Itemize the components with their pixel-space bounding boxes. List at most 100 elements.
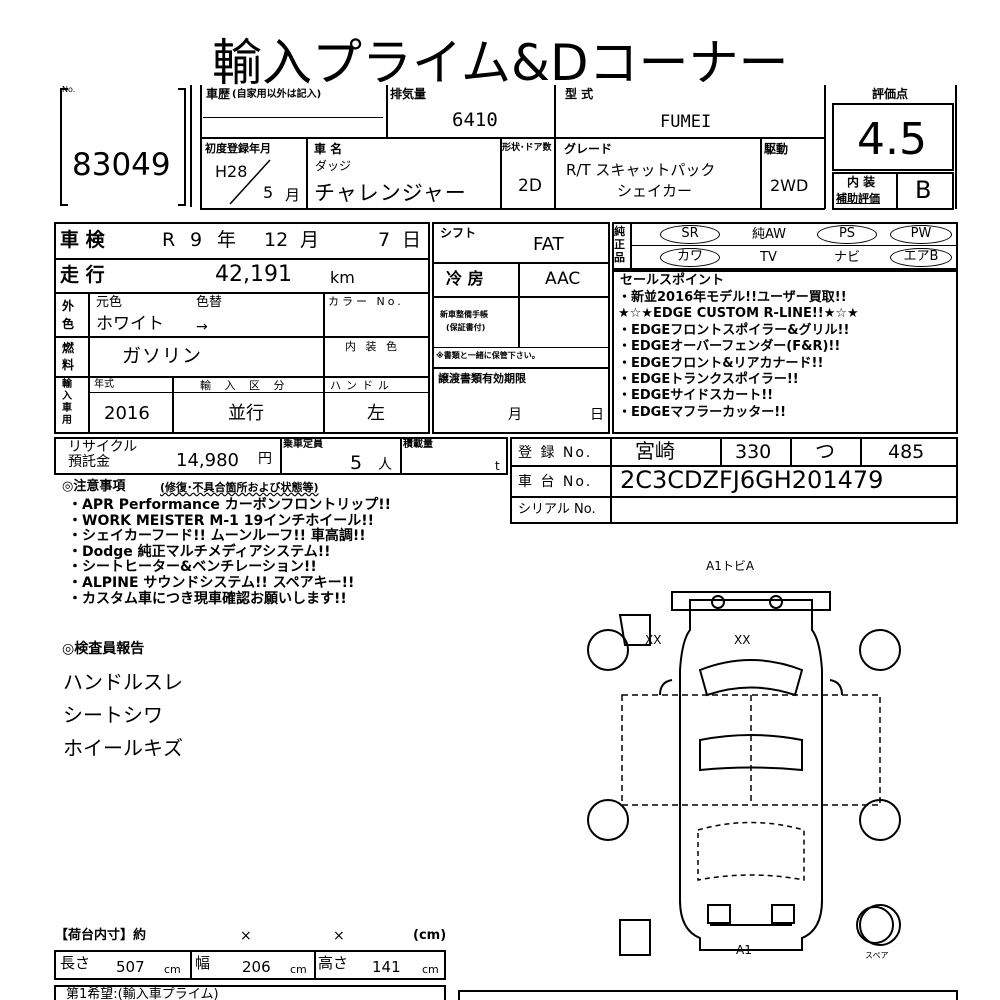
- displacement: 6410: [452, 109, 498, 131]
- serial-label: シリアル No.: [518, 502, 596, 517]
- inspection-day-unit: 日: [402, 229, 422, 251]
- handle-side: 左: [367, 403, 385, 424]
- fuel-side-label: 燃料: [62, 341, 75, 372]
- interior-sub-label: 補助評価: [836, 192, 880, 205]
- model-type: FUMEI: [660, 112, 712, 132]
- inspection-label: 車 検: [60, 229, 105, 251]
- note-line: ・WORK MEISTER M-1 19インチホイール!!: [68, 512, 375, 529]
- inspector-note: シートシワ: [63, 703, 163, 727]
- notes-label: ◎注意事項: [62, 479, 126, 494]
- notes-sub-label: (修復･不具合箇所および状態等): [160, 481, 319, 494]
- inspection-month: 12: [264, 229, 289, 251]
- mileage-label: 走 行: [60, 264, 105, 286]
- car-damage-diagram: [587, 591, 901, 956]
- note-line: ・APR Performance カーボンフロントリップ!!: [68, 497, 392, 513]
- capacity-unit: 人: [378, 457, 392, 473]
- grade-line-1: R/T スキャットパック: [566, 161, 716, 179]
- mileage-unit: km: [330, 268, 355, 287]
- first-reg-year: H28: [215, 162, 248, 181]
- sales-point: ・EDGEマフラーカッター!!: [618, 404, 787, 420]
- note-line: ・シェイカーフード!! ムーンルーフ!! 車高調!!: [68, 528, 366, 545]
- sales-point: ・EDGEサイドスカート!!: [618, 388, 774, 404]
- load-unit: t: [495, 459, 500, 473]
- registration-number: 485: [888, 441, 925, 463]
- transfer-month: 月: [508, 407, 522, 423]
- length-label: 長さ: [60, 954, 91, 972]
- grade-line-2: シェイカー: [617, 182, 693, 200]
- manual-sub-label: (保証書付): [446, 323, 486, 332]
- cargo-unit: (cm): [413, 928, 447, 943]
- width-unit: cm: [290, 963, 307, 976]
- maker: ダッジ: [315, 159, 352, 173]
- import-class-label: 輸 入 区 分: [200, 379, 290, 392]
- original-color-label: 元色: [96, 295, 123, 310]
- note-line: ・カスタム車につき現車確認お願いします!!: [68, 590, 347, 607]
- note-line: ・ALPINE サウンドシステム!! スペアキー!!: [68, 574, 355, 591]
- mileage-value: 42,191: [215, 262, 292, 287]
- equip-navi: ナビ: [834, 250, 861, 265]
- equip-aw: 純AW: [752, 227, 787, 242]
- registration-class: 330: [735, 441, 772, 463]
- displacement-label: 排気量: [390, 87, 427, 101]
- inspector-label: ◎検査員報告: [62, 641, 145, 657]
- model-year: 2016: [104, 403, 150, 424]
- cargo-times-2: ×: [333, 928, 345, 944]
- equip-airbag: エアB: [890, 248, 952, 267]
- registration-region: 宮崎: [635, 439, 675, 463]
- equip-tv: TV: [760, 250, 777, 265]
- lot-bracket-right: [178, 88, 186, 206]
- top-damage-mark: A1トビA: [706, 559, 755, 573]
- color-change-label: 色替: [196, 295, 223, 310]
- width-value: 206: [242, 958, 271, 976]
- equipment-side-label: 純正品: [614, 225, 625, 264]
- equip-leather: カワ: [660, 248, 720, 267]
- registration-label: 登 録 No.: [518, 445, 593, 461]
- drive: 2WD: [770, 176, 809, 195]
- sales-point: ・EDGEフロント&リアカナード!!: [618, 355, 824, 371]
- inspection-month-unit: 月: [300, 229, 320, 251]
- lot-bracket-left: [60, 88, 68, 206]
- interior-color-label: 内 装 色: [345, 340, 400, 353]
- inspector-note: ホイールキズ: [63, 736, 183, 760]
- footer-text: 第1希望:(輸入車プライム): [66, 987, 219, 1000]
- chassis-label: 車 台 No.: [518, 474, 593, 490]
- chassis-number: 2C3CDZFJ6GH201479: [620, 466, 884, 494]
- length-value: 507: [116, 958, 145, 976]
- load-label: 積載量: [403, 439, 433, 450]
- equip-ps: PS: [817, 225, 877, 244]
- equip-sr: SR: [660, 225, 720, 244]
- sales-point-list: ・新並2016年モデル!!ユーザー買取!! ★☆★EDGE CUSTOM R-L…: [618, 290, 859, 421]
- transfer-label: 譲渡書類有効期限: [438, 372, 526, 385]
- color-side-label: 外色: [62, 299, 75, 331]
- inspection-day: 7: [378, 229, 391, 251]
- height-value: 141: [372, 958, 401, 976]
- inspection-era: R: [162, 229, 176, 251]
- fuel-value: ガソリン: [122, 345, 203, 367]
- month-unit: 月: [285, 186, 301, 204]
- ac-label: 冷 房: [446, 269, 484, 288]
- bottom-damage-mark: A1: [736, 943, 752, 957]
- shift-label: シフト: [440, 226, 477, 240]
- inspector-note: ハンドルスレ: [63, 670, 183, 694]
- width-label: 幅: [195, 954, 211, 972]
- left-damage-mark: XX: [645, 633, 662, 647]
- inspection-year: 9: [190, 229, 203, 251]
- interior-label: 内 装: [847, 175, 876, 189]
- handle-label: ハンドル: [330, 379, 394, 392]
- first-reg-label: 初度登録年月: [205, 142, 271, 155]
- score-value: 4.5: [857, 114, 927, 165]
- notes-list: ・APR Performance カーボンフロントリップ!! ・WORK MEI…: [68, 497, 392, 607]
- year-label: 年式: [94, 379, 114, 390]
- import-class: 並行: [228, 403, 264, 424]
- equip-pw: PW: [890, 225, 952, 244]
- car-name: チャレンジャー: [314, 181, 467, 205]
- manual-label: 新車整備手帳: [440, 310, 488, 319]
- ac-value: AAC: [545, 269, 581, 289]
- color-value: ホワイト: [96, 314, 164, 334]
- manual-note: ※書類と一緒に保管下さい。: [436, 351, 540, 360]
- cargo-times-1: ×: [240, 928, 252, 944]
- recycle-sub-label: 預託金: [68, 454, 110, 470]
- model-type-label: 型 式: [565, 87, 594, 101]
- recycle-label: リサイクル: [68, 439, 138, 455]
- sales-point: ・EDGEオーバーフェンダー(F&R)!!: [618, 339, 841, 355]
